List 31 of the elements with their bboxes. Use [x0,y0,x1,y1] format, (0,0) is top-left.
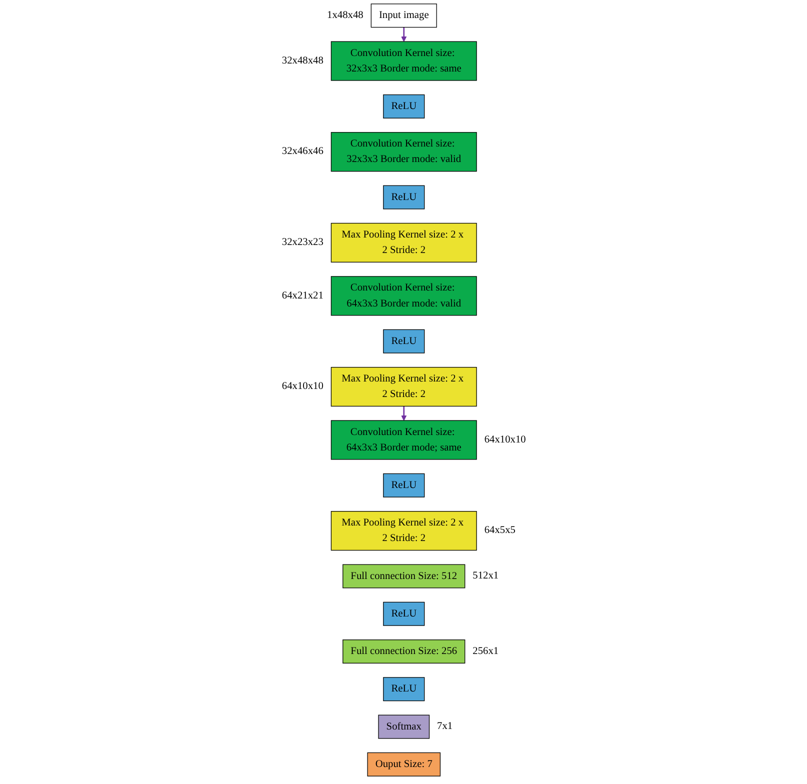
tensor-size-label: 1x48x48 [326,10,363,21]
layer-box: Full connection Size: 256 [342,640,465,664]
layer-box: ReLU [382,677,424,702]
tensor-size-label: 7x1 [436,721,452,732]
tensor-size-label: 64x21x21 [282,290,324,302]
tensor-size-label: 64x10x10 [484,434,526,446]
layer-box: Convolution Kernel size: 32x3x3 Border mode: valid [330,132,476,172]
layer-box: Ouput Size: 7 [366,752,440,776]
layer-box: ReLU [382,473,424,498]
arrow [400,27,406,42]
arrow [400,406,406,421]
layer-box: Convolution Kernel size: 64x3x3 Border mode; same [330,420,476,460]
layer-box: Max Pooling Kernel size: 2 x 2 Stride: 2 [330,511,476,551]
layer-box: ReLU [382,329,424,354]
tensor-size-label: 32x48x48 [282,55,324,66]
tensor-size-label: 32x46x46 [282,146,324,158]
tensor-size-label: 32x23x23 [282,237,324,248]
layer-box: Full connection Size: 512 [342,564,465,588]
tensor-size-label: 256x1 [472,646,498,657]
layer-box: Input image [370,4,437,28]
tensor-size-label: 64x10x10 [282,381,324,392]
layer-box: Max Pooling Kernel size: 2 x 2 Stride: 2 [330,222,476,262]
layer-box: ReLU [382,185,424,210]
layer-box: Convolution Kernel size: 32x3x3 Border mode: same [330,41,476,81]
tensor-size-label: 512x1 [472,570,498,582]
layer-box: Max Pooling Kernel size: 2 x 2 Stride: 2 [330,366,476,407]
layer-box: ReLU [382,602,424,626]
layer-box: Softmax [378,714,430,739]
tensor-size-label: 64x5x5 [484,525,516,536]
layer-box: ReLU [382,94,424,118]
layer-box: Convolution Kernel size: 64x3x3 Border mode: valid [330,276,476,316]
